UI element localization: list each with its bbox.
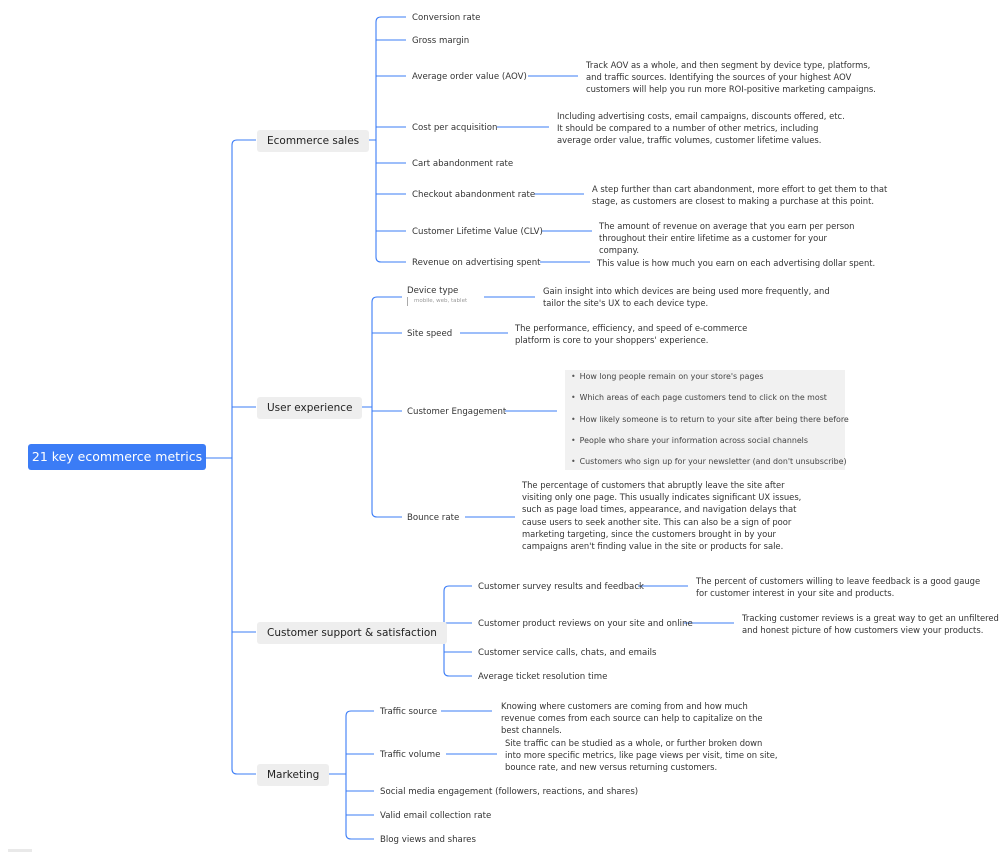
leaf-connector [371, 296, 402, 303]
note-product-reviews: Tracking customer reviews is a great way… [742, 613, 999, 636]
engagement-bullet: How long people remain on your store's p… [571, 372, 764, 381]
category-marketing[interactable]: Marketing [257, 764, 330, 786]
category-connector [231, 768, 256, 775]
device-type-sub: mobile, web, tablet [407, 297, 467, 306]
leaf-connector [375, 256, 406, 263]
metric-email-collection[interactable]: Valid email collection rate [380, 811, 492, 821]
metric-survey-feedback[interactable]: Customer survey results and feedback [478, 582, 645, 592]
metric-cart-abandonment[interactable]: Cart abandonment rate [412, 159, 514, 169]
leaf-connector [443, 585, 472, 592]
metric-product-reviews[interactable]: Customer product reviews on your site an… [478, 619, 693, 629]
note-traffic-source: Knowing where customers are coming from … [501, 701, 763, 736]
note-survey-feedback: The percent of customers willing to leav… [696, 576, 981, 599]
metric-device-type[interactable]: Device type mobile, web, tablet [407, 285, 467, 306]
category-customer-support[interactable]: Customer support & satisfaction [257, 622, 447, 644]
metric-traffic-source[interactable]: Traffic source [380, 707, 438, 717]
category-connector [231, 139, 256, 146]
leaf-connector [345, 710, 374, 717]
leaf-connector [443, 670, 472, 677]
note-cost-per-acquisition: Including advertising costs, email campa… [557, 111, 845, 146]
metric-checkout-abandonment[interactable]: Checkout abandonment rate [412, 190, 536, 200]
metric-aov[interactable]: Average order value (AOV) [412, 72, 527, 82]
note-site-speed: The performance, efficiency, and speed o… [515, 323, 748, 346]
category-ecommerce-sales[interactable]: Ecommerce sales [257, 130, 370, 152]
note-clv: The amount of revenue on average that yo… [599, 221, 855, 256]
engagement-bullet: People who share your information across… [571, 436, 808, 445]
metric-traffic-volume[interactable]: Traffic volume [380, 750, 441, 760]
root-node[interactable]: 21 key ecommerce metrics [28, 444, 206, 470]
metric-social-media[interactable]: Social media engagement (followers, reac… [380, 787, 639, 797]
note-traffic-volume: Site traffic can be studied as a whole, … [505, 738, 778, 773]
leaf-connector [371, 511, 402, 518]
metric-site-speed[interactable]: Site speed [407, 329, 453, 339]
metric-revenue-on-ad-spent[interactable]: Revenue on advertising spent [412, 258, 541, 268]
metric-bounce-rate[interactable]: Bounce rate [407, 513, 460, 523]
note-device-type: Gain insight into which devices are bein… [543, 286, 830, 309]
device-type-label: Device type [407, 286, 459, 296]
metric-cost-per-acquisition[interactable]: Cost per acquisition [412, 123, 498, 133]
metric-gross-margin[interactable]: Gross margin [412, 36, 470, 46]
footer-mark [8, 849, 32, 852]
note-bounce-rate: The percentage of customers that abruptl… [522, 480, 802, 552]
engagement-bullet-list: How long people remain on your store's p… [565, 370, 849, 470]
metric-service-calls[interactable]: Customer service calls, chats, and email… [478, 648, 657, 658]
note-checkout-abandonment: A step further than cart abandonment, mo… [592, 184, 888, 207]
metric-customer-engagement[interactable]: Customer Engagement [407, 407, 507, 417]
engagement-bullet: Which areas of each page customers tend … [571, 393, 827, 402]
leaf-connector [375, 16, 406, 23]
leaf-connector [345, 833, 374, 840]
engagement-bullet: How likely someone is to return to your … [571, 415, 849, 424]
metric-conversion-rate[interactable]: Conversion rate [412, 13, 481, 23]
note-revenue-on-ad-spent: This value is how much you earn on each … [597, 258, 876, 268]
category-user-experience[interactable]: User experience [257, 397, 363, 419]
metric-blog-views[interactable]: Blog views and shares [380, 835, 476, 845]
metric-clv[interactable]: Customer Lifetime Value (CLV) [412, 227, 543, 237]
metric-ticket-resolution[interactable]: Average ticket resolution time [478, 672, 608, 682]
engagement-bullet: Customers who sign up for your newslette… [571, 457, 847, 466]
note-aov: Track AOV as a whole, and then segment b… [586, 60, 876, 95]
